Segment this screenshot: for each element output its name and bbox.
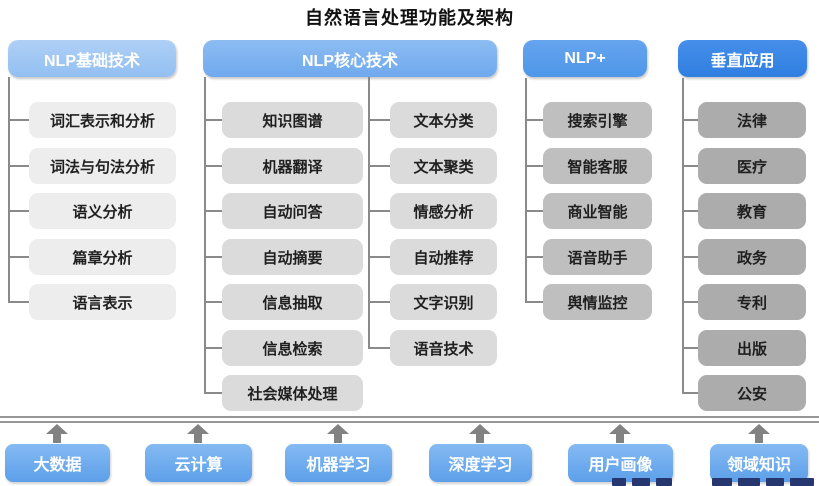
- connector-tick: [204, 301, 222, 303]
- up-arrow-icon: [46, 424, 68, 443]
- nlp-basic-item: 语言表示: [29, 284, 176, 320]
- nlp-plus-item: 商业智能: [543, 193, 652, 229]
- separator-line: [0, 421, 819, 423]
- nlp-core-item: 自动问答: [222, 193, 363, 229]
- connector-tick: [204, 210, 222, 212]
- header-vertical-apps: 垂直应用: [678, 40, 807, 77]
- nlp-core-item: 社会媒体处理: [222, 375, 363, 411]
- foundation-box-domain-knowledge: 领域知识: [710, 444, 808, 482]
- nlp-core-item: 文字识别: [390, 284, 497, 320]
- up-arrow-icon: [469, 424, 491, 443]
- nlp-core-item: 自动推荐: [390, 239, 497, 275]
- nlp-core-item: 自动摘要: [222, 239, 363, 275]
- connector-tick: [368, 119, 390, 121]
- foundation-box-user-profile: 用户画像: [568, 444, 673, 482]
- up-arrow-icon: [748, 424, 770, 443]
- nlp-core-item: 语音技术: [390, 330, 497, 366]
- nlp-core-item: 文本分类: [390, 102, 497, 138]
- connector-tick: [525, 301, 543, 303]
- separator-line: [0, 416, 819, 418]
- connector-tick: [204, 392, 222, 394]
- up-arrow-icon: [187, 424, 209, 443]
- nlp-plus-item: 语音助手: [543, 239, 652, 275]
- nlp-core-item: 信息抽取: [222, 284, 363, 320]
- nlp-core-item: 情感分析: [390, 193, 497, 229]
- connector-tick: [204, 347, 222, 349]
- foundation-box-machine-learning: 机器学习: [285, 444, 392, 482]
- connector-tick: [368, 301, 390, 303]
- nlp-core-item: 知识图谱: [222, 102, 363, 138]
- vertical-app-item: 公安: [698, 375, 806, 411]
- connector-tick: [525, 210, 543, 212]
- connector-tick: [525, 256, 543, 258]
- connector-tick: [368, 165, 390, 167]
- connector-tick: [682, 210, 698, 212]
- connector-line: [8, 77, 10, 303]
- nlp-basic-item: 词法与句法分析: [29, 148, 176, 184]
- connector-tick: [8, 119, 29, 121]
- connector-tick: [8, 210, 29, 212]
- nlp-basic-item: 词汇表示和分析: [29, 102, 176, 138]
- nlp-core-item: 信息检索: [222, 330, 363, 366]
- connector-line: [368, 77, 370, 349]
- connector-tick: [682, 347, 698, 349]
- vertical-app-item: 医疗: [698, 148, 806, 184]
- header-nlp-plus: NLP+: [523, 40, 647, 77]
- connector-tick: [368, 347, 390, 349]
- connector-tick: [682, 165, 698, 167]
- connector-line: [204, 77, 206, 394]
- foundation-box-deep-learning: 深度学习: [429, 444, 532, 482]
- connector-tick: [204, 256, 222, 258]
- connector-tick: [525, 119, 543, 121]
- connector-tick: [368, 256, 390, 258]
- connector-tick: [8, 165, 29, 167]
- connector-line: [525, 78, 527, 303]
- connector-tick: [204, 119, 222, 121]
- connector-line: [682, 78, 684, 394]
- connector-tick: [368, 210, 390, 212]
- nlp-plus-item: 搜索引擎: [543, 102, 652, 138]
- nlp-core-item: 文本聚类: [390, 148, 497, 184]
- connector-tick: [204, 165, 222, 167]
- nlp-core-item: 机器翻译: [222, 148, 363, 184]
- vertical-app-item: 法律: [698, 102, 806, 138]
- nlp-basic-item: 语义分析: [29, 193, 176, 229]
- up-arrow-icon: [327, 424, 349, 443]
- connector-tick: [8, 301, 29, 303]
- diagram-title: 自然语言处理功能及架构: [305, 8, 514, 28]
- foundation-box-big-data: 大数据: [5, 444, 110, 482]
- up-arrow-icon: [609, 424, 631, 443]
- connector-tick: [682, 256, 698, 258]
- watermark-fragment: [612, 478, 672, 486]
- connector-tick: [682, 119, 698, 121]
- vertical-app-item: 专利: [698, 284, 806, 320]
- nlp-plus-item: 舆情监控: [543, 284, 652, 320]
- vertical-app-item: 政务: [698, 239, 806, 275]
- foundation-box-cloud-computing: 云计算: [145, 444, 252, 482]
- header-nlp-core: NLP核心技术: [203, 40, 497, 77]
- nlp-plus-item: 智能客服: [543, 148, 652, 184]
- header-nlp-basics: NLP基础技术: [8, 40, 176, 77]
- connector-tick: [525, 165, 543, 167]
- watermark-fragment: [712, 478, 814, 486]
- vertical-app-item: 教育: [698, 193, 806, 229]
- connector-tick: [8, 256, 29, 258]
- connector-tick: [682, 301, 698, 303]
- vertical-app-item: 出版: [698, 330, 806, 366]
- connector-tick: [682, 392, 698, 394]
- nlp-basic-item: 篇章分析: [29, 239, 176, 275]
